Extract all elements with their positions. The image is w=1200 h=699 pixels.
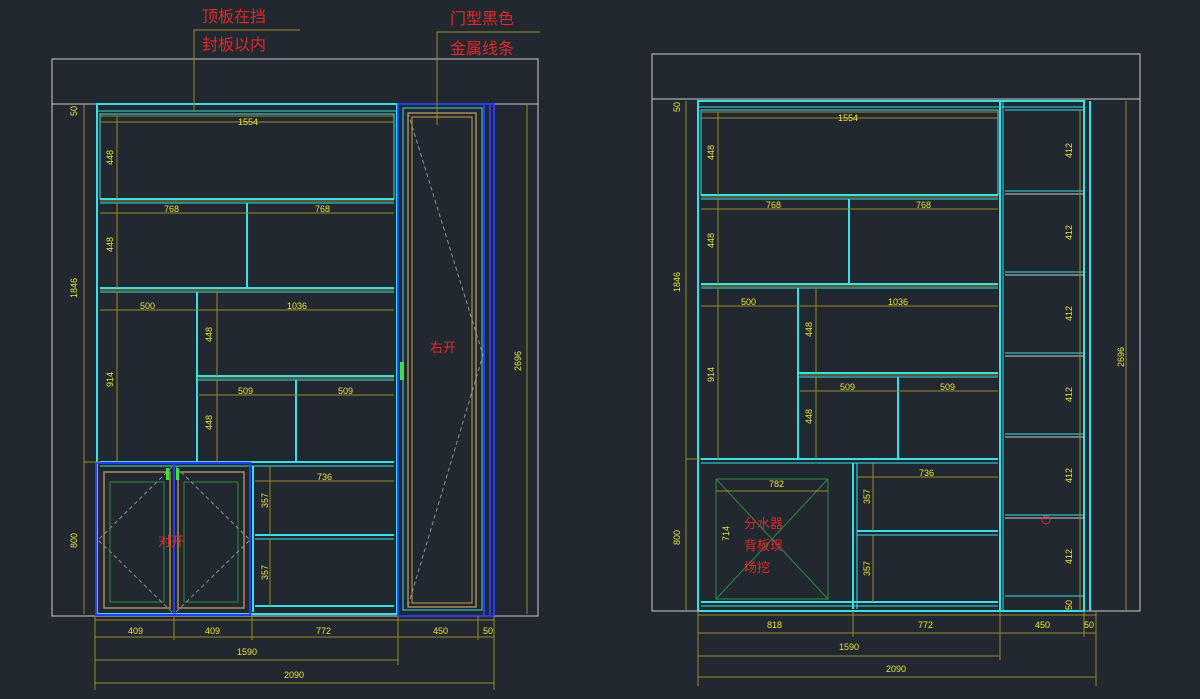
dim-2090: 2090 xyxy=(886,664,906,674)
dim-448: 448 xyxy=(204,415,214,430)
dim-736: 736 xyxy=(919,468,934,478)
dim-1846: 1846 xyxy=(672,272,682,292)
dim-736: 736 xyxy=(317,472,332,482)
dim-2696: 2696 xyxy=(513,351,523,371)
left-wall-outline xyxy=(51,58,539,617)
dim-1036: 1036 xyxy=(287,301,307,311)
dim-448: 448 xyxy=(105,150,115,165)
marker-circle-icon xyxy=(1041,515,1051,525)
dim-409: 409 xyxy=(128,626,143,636)
top-panel-note-line2: 封板以内 xyxy=(202,35,266,54)
right-elevation: 1554 768 768 500 1036 509 509 736 782 44… xyxy=(651,53,1141,686)
dim-412: 412 xyxy=(1064,549,1074,564)
dim-409: 409 xyxy=(205,626,220,636)
dim-450: 450 xyxy=(1035,620,1050,630)
dim-412: 412 xyxy=(1064,143,1074,158)
dim-772: 772 xyxy=(918,620,933,630)
dim-500: 500 xyxy=(741,297,756,307)
dim-448: 448 xyxy=(706,233,716,248)
dim-1554: 1554 xyxy=(838,113,858,123)
dim-1554: 1554 xyxy=(238,117,258,127)
dim-2090: 2090 xyxy=(284,670,304,680)
dim-1036: 1036 xyxy=(888,297,908,307)
dim-772: 772 xyxy=(316,626,331,636)
dim-50: 50 xyxy=(1084,620,1094,630)
left-door-leaf-b xyxy=(177,471,245,609)
dim-357: 357 xyxy=(260,565,270,580)
top-panel-note-line1: 顶板在挡 xyxy=(202,7,266,26)
left-elevation: 对开 右开 xyxy=(51,7,540,690)
dim-50: 50 xyxy=(69,106,79,116)
dim-1590: 1590 xyxy=(237,647,257,657)
dim-50: 50 xyxy=(1064,600,1074,610)
dim-768: 768 xyxy=(164,204,179,214)
dim-714: 714 xyxy=(721,526,731,541)
dim-768: 768 xyxy=(315,204,330,214)
dim-914: 914 xyxy=(706,367,716,382)
dim-412: 412 xyxy=(1064,468,1074,483)
dim-448: 448 xyxy=(706,145,716,160)
tall-door-leaf xyxy=(407,112,477,608)
dim-768: 768 xyxy=(766,200,781,210)
dim-50: 50 xyxy=(483,626,493,636)
dim-450: 450 xyxy=(433,626,448,636)
water-distributor-note-line1: 分水器 xyxy=(744,517,783,532)
left-dimension-labels: 1554 768 768 500 1036 509 509 736 448 44… xyxy=(69,106,523,680)
water-distributor-note-line2: 背板现 xyxy=(744,539,783,554)
dim-509: 509 xyxy=(840,382,855,392)
double-open-label: 对开 xyxy=(158,535,184,550)
dim-1846: 1846 xyxy=(69,278,79,298)
left-tall-door-frame xyxy=(397,103,495,617)
dim-412: 412 xyxy=(1064,306,1074,321)
right-open-label: 右开 xyxy=(430,341,456,356)
water-distributor-box xyxy=(715,478,829,600)
dim-509: 509 xyxy=(940,382,955,392)
dim-448: 448 xyxy=(804,322,814,337)
left-door-handle-b xyxy=(176,468,179,480)
dim-509: 509 xyxy=(338,386,353,396)
dim-768: 768 xyxy=(916,200,931,210)
left-door-handle-a xyxy=(166,468,169,480)
dim-357: 357 xyxy=(862,489,872,504)
dim-412: 412 xyxy=(1064,387,1074,402)
tall-door-handle xyxy=(400,362,404,380)
dim-448: 448 xyxy=(105,237,115,252)
left-door-leaf-a xyxy=(103,471,171,609)
dim-448: 448 xyxy=(804,409,814,424)
dim-800: 800 xyxy=(672,530,682,545)
dim-412: 412 xyxy=(1064,225,1074,240)
dim-500: 500 xyxy=(140,301,155,311)
door-note-line2: 金属线条 xyxy=(450,39,514,58)
dim-50: 50 xyxy=(672,102,682,112)
door-note-line1: 门型黑色 xyxy=(450,9,514,28)
dim-800: 800 xyxy=(69,533,79,548)
dim-914: 914 xyxy=(105,372,115,387)
dim-818: 818 xyxy=(767,620,782,630)
dim-1590: 1590 xyxy=(839,642,859,652)
dim-357: 357 xyxy=(862,561,872,576)
right-dimension-labels: 1554 768 768 500 1036 509 509 736 782 44… xyxy=(672,102,1126,674)
dim-2696: 2696 xyxy=(1116,347,1126,367)
water-distributor-note-line3: 场挖 xyxy=(744,561,770,576)
dim-357: 357 xyxy=(260,493,270,508)
dim-448: 448 xyxy=(204,327,214,342)
dim-509: 509 xyxy=(238,386,253,396)
dim-782: 782 xyxy=(769,479,784,489)
